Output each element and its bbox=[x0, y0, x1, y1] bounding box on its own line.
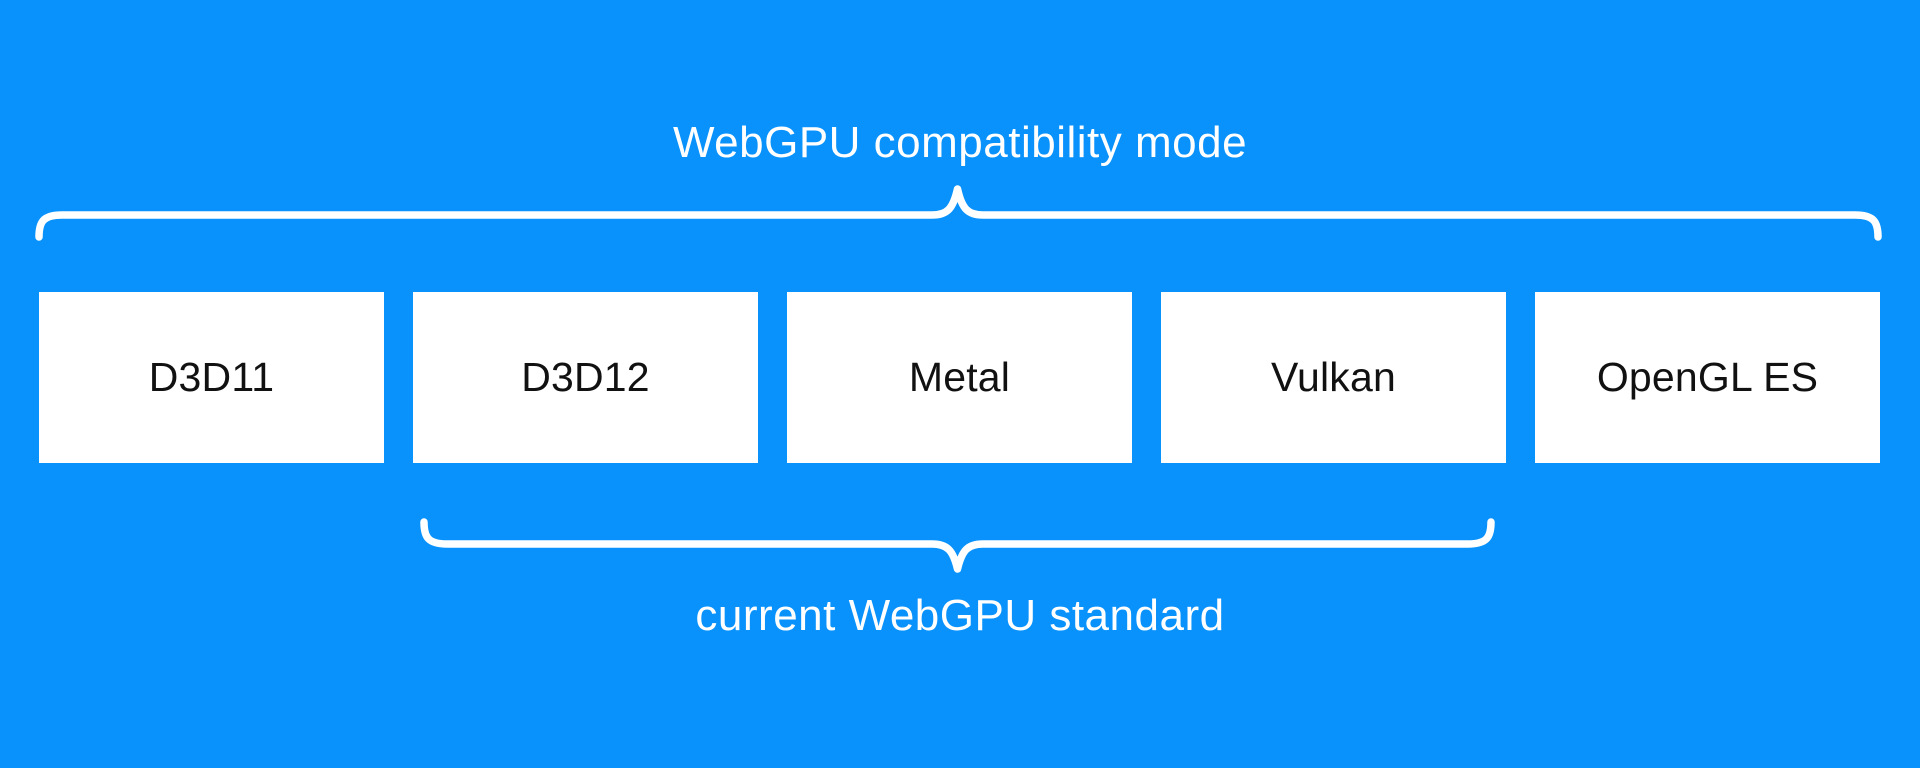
api-box-label: OpenGL ES bbox=[1596, 354, 1819, 400]
curly-brace-bottom-icon bbox=[420, 518, 1495, 573]
top-bracket-label: WebGPU compatibility mode bbox=[672, 118, 1248, 167]
api-box-label: D3D11 bbox=[148, 354, 275, 400]
api-box-d3d11: D3D11 bbox=[39, 292, 384, 463]
api-box-vulkan: Vulkan bbox=[1161, 292, 1506, 463]
bottom-bracket-label: current WebGPU standard bbox=[695, 591, 1225, 640]
api-box-label: Vulkan bbox=[1270, 354, 1397, 400]
api-box-opengl-es: OpenGL ES bbox=[1535, 292, 1880, 463]
api-box-label: Metal bbox=[908, 354, 1011, 400]
api-box-d3d12: D3D12 bbox=[413, 292, 758, 463]
api-box-metal: Metal bbox=[787, 292, 1132, 463]
api-boxes-row: D3D11 D3D12 Metal Vulkan OpenGL ES bbox=[39, 292, 1880, 463]
api-box-label: D3D12 bbox=[521, 354, 650, 400]
curly-brace-top-icon bbox=[35, 185, 1882, 241]
